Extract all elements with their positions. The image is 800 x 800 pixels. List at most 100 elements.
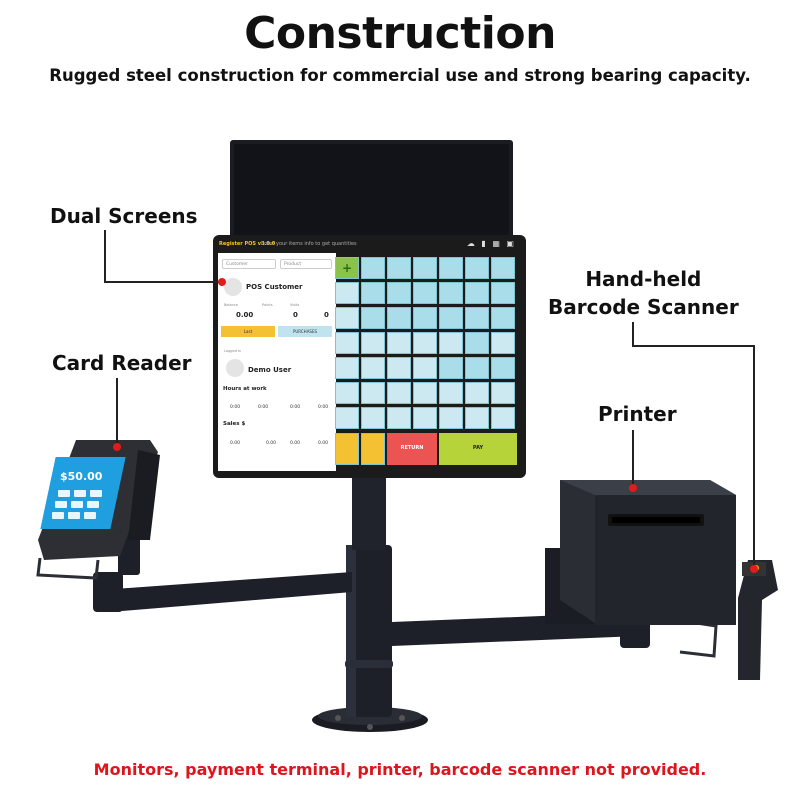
product-tile[interactable] [387,282,411,304]
product-tile[interactable] [465,307,489,329]
product-tile[interactable] [335,307,359,329]
scanner-label-line-2: Barcode Scanner [548,295,739,319]
product-tile[interactable] [387,332,411,354]
product-tile[interactable] [465,257,489,279]
hours-value: 0:00 [318,405,329,410]
terminal-key [84,512,96,519]
customer-avatar [224,278,242,296]
pos-touchscreen: Register POS v3.0.0 Enter your items inf… [213,235,526,478]
terminal-key [68,512,80,519]
points-value: 0 [293,311,298,319]
product-tile[interactable] [491,332,515,354]
product-tile[interactable] [491,282,515,304]
left-arm [100,572,352,612]
product-tile[interactable] [439,407,463,429]
product-tile[interactable] [439,357,463,379]
status-icons: ☁ ▮ ▦ ▣ [466,239,516,248]
page-subtitle: Rugged steel construction for commercial… [49,66,751,85]
product-tile[interactable] [491,382,515,404]
pos-brand: Register POS v3.0.0 [219,241,276,247]
customer-name: POS Customer [246,283,303,291]
product-tile[interactable] [361,282,385,304]
product-tile[interactable] [387,257,411,279]
lock-button[interactable] [361,433,385,465]
hours-value: 0:00 [290,405,301,410]
callout-dot [218,278,226,286]
balance-label: Balance [224,303,238,307]
sales-value: 0.00 [266,441,277,446]
product-tile[interactable] [439,332,463,354]
product-tile[interactable] [387,407,411,429]
product-tile[interactable] [387,307,411,329]
product-tile[interactable] [413,407,437,429]
callout-printer: Printer [598,402,677,426]
hours-value: 0:00 [258,405,269,410]
product-tile[interactable] [465,357,489,379]
customer-search[interactable]: Customer [222,259,276,269]
product-tile[interactable] [439,282,463,304]
product-tile[interactable] [491,357,515,379]
callout-dual-screens: Dual Screens [50,204,198,228]
pos-top-message: Enter your items info to get quantities [261,241,357,247]
product-tile[interactable] [335,332,359,354]
sales-value: 0.00 [318,441,329,446]
leader-line [104,281,222,283]
product-tile[interactable] [413,282,437,304]
product-tile[interactable] [387,357,411,379]
pay-button[interactable]: PAY [439,433,517,465]
product-tile[interactable] [491,257,515,279]
product-tile[interactable] [413,307,437,329]
product-tile[interactable] [465,282,489,304]
product-tile[interactable] [439,382,463,404]
callout-dot [629,484,637,492]
product-tile[interactable] [361,332,385,354]
product-tile[interactable] [439,257,463,279]
visits-value: 0 [324,311,329,319]
sales-value: 0.00 [230,441,241,446]
terminal-key [52,512,64,519]
product-tile[interactable] [335,382,359,404]
product-tile[interactable] [361,357,385,379]
product-tile[interactable] [335,282,359,304]
product-tile[interactable] [361,382,385,404]
product-tile[interactable] [361,257,385,279]
return-button[interactable]: RETURN [387,433,437,465]
terminal-key [87,501,99,508]
product-tile[interactable] [465,382,489,404]
product-tile[interactable] [413,257,437,279]
terminal-key [58,490,70,497]
product-search[interactable]: Product [280,259,332,269]
sales-title: Sales $ [223,421,246,427]
product-tile[interactable] [491,307,515,329]
callout-card-reader: Card Reader [52,351,192,375]
product-tile[interactable] [335,357,359,379]
scanner-label-line-1: Hand-held [585,267,702,291]
leader-line [104,230,106,282]
callout-barcode-scanner: Hand-held Barcode Scanner [548,265,739,321]
terminal-key [90,490,102,497]
product-tile[interactable] [361,407,385,429]
leader-line [632,322,634,346]
page-title: Construction [244,8,556,59]
hours-title: Hours at work [223,386,267,392]
product-tile[interactable] [335,407,359,429]
product-tile[interactable] [439,307,463,329]
product-tile[interactable] [413,357,437,379]
product-tile[interactable] [491,407,515,429]
product-tile[interactable] [413,332,437,354]
points-label: Points [262,303,273,307]
last-button[interactable]: Last [221,326,275,337]
screen-topbar: Register POS v3.0.0 Enter your items inf… [213,235,526,253]
add-tile-button[interactable]: + [335,257,359,279]
product-tile[interactable] [361,307,385,329]
customers-button[interactable] [335,433,359,465]
leader-line [116,378,118,444]
product-tile[interactable] [387,382,411,404]
balance-value: 0.00 [236,311,254,319]
product-tile[interactable] [465,407,489,429]
product-tile[interactable] [413,382,437,404]
product-tile[interactable] [465,332,489,354]
purchases-button[interactable]: PURCHASES [278,326,332,337]
hours-value: 0:00 [230,405,241,410]
